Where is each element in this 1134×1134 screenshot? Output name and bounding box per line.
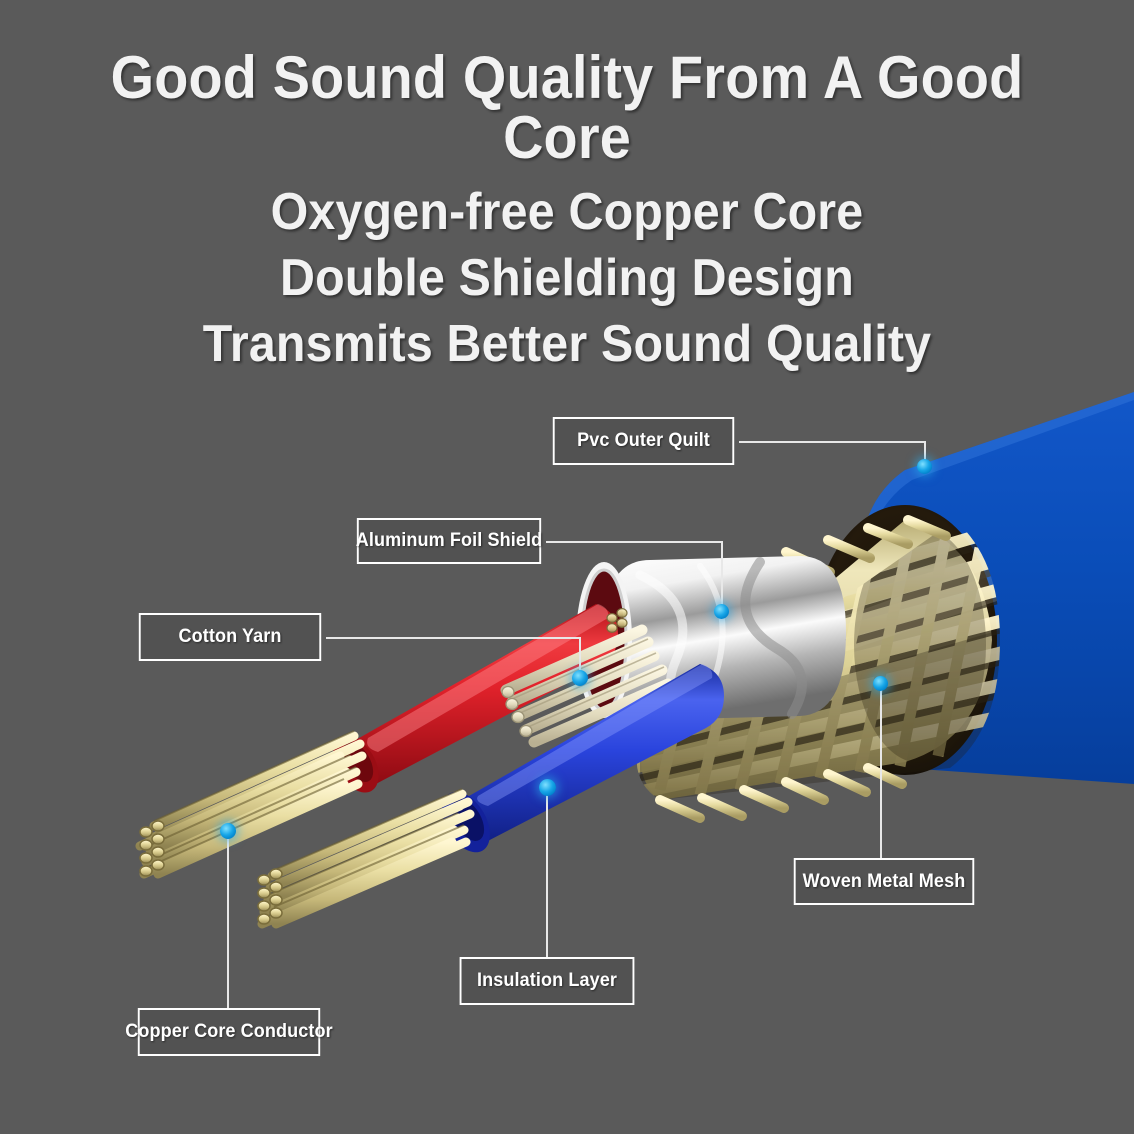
callout-insulation-layer[interactable]: Insulation Layer	[459, 957, 635, 1005]
copper-core-strands-upper	[135, 730, 367, 879]
callout-aluminum-foil-shield[interactable]: Aluminum Foil Shield	[355, 518, 543, 564]
hotspot-cotton-yarn[interactable]	[572, 670, 588, 686]
hotspot-pvc-outer-quilt[interactable]	[917, 459, 932, 474]
hotspot-woven-metal-mesh[interactable]	[873, 676, 888, 691]
callout-label-text: Cotton Yarn	[178, 626, 282, 647]
hotspot-copper-core-conductor[interactable]	[220, 823, 236, 839]
hotspot-insulation-layer[interactable]	[539, 779, 556, 796]
leader-aluminum-foil-vertical	[721, 541, 723, 613]
copper-core-strands-lower	[257, 788, 475, 929]
leader-aluminum-foil-horizontal	[546, 541, 723, 543]
leader-pvc-outer-quilt-horizontal	[739, 441, 926, 443]
callout-woven-metal-mesh[interactable]: Woven Metal Mesh	[793, 858, 975, 905]
leader-woven-metal-mesh-vertical	[880, 684, 882, 858]
callout-label-text: Aluminum Foil Shield	[355, 530, 543, 551]
callout-label-text: Pvc Outer Quilt	[577, 430, 710, 451]
callout-label-text: Insulation Layer	[477, 970, 617, 991]
leader-copper-core-vertical	[227, 831, 229, 1009]
copper-tips-inside-foil	[606, 607, 628, 633]
callout-label-text: Copper Core Conductor	[125, 1021, 333, 1042]
callout-pvc-outer-quilt[interactable]: Pvc Outer Quilt	[552, 417, 735, 465]
leader-insulation-layer-vertical	[546, 787, 548, 958]
callout-label-text: Woven Metal Mesh	[802, 870, 966, 892]
hotspot-aluminum-foil-shield[interactable]	[714, 604, 729, 619]
leader-pvc-outer-quilt-vertical	[924, 441, 926, 467]
callout-copper-core-conductor[interactable]: Copper Core Conductor	[125, 1008, 333, 1056]
leader-cotton-yarn-horizontal	[326, 637, 581, 639]
leader-cotton-yarn-vertical	[579, 637, 581, 679]
callout-cotton-yarn[interactable]: Cotton Yarn	[138, 613, 322, 661]
